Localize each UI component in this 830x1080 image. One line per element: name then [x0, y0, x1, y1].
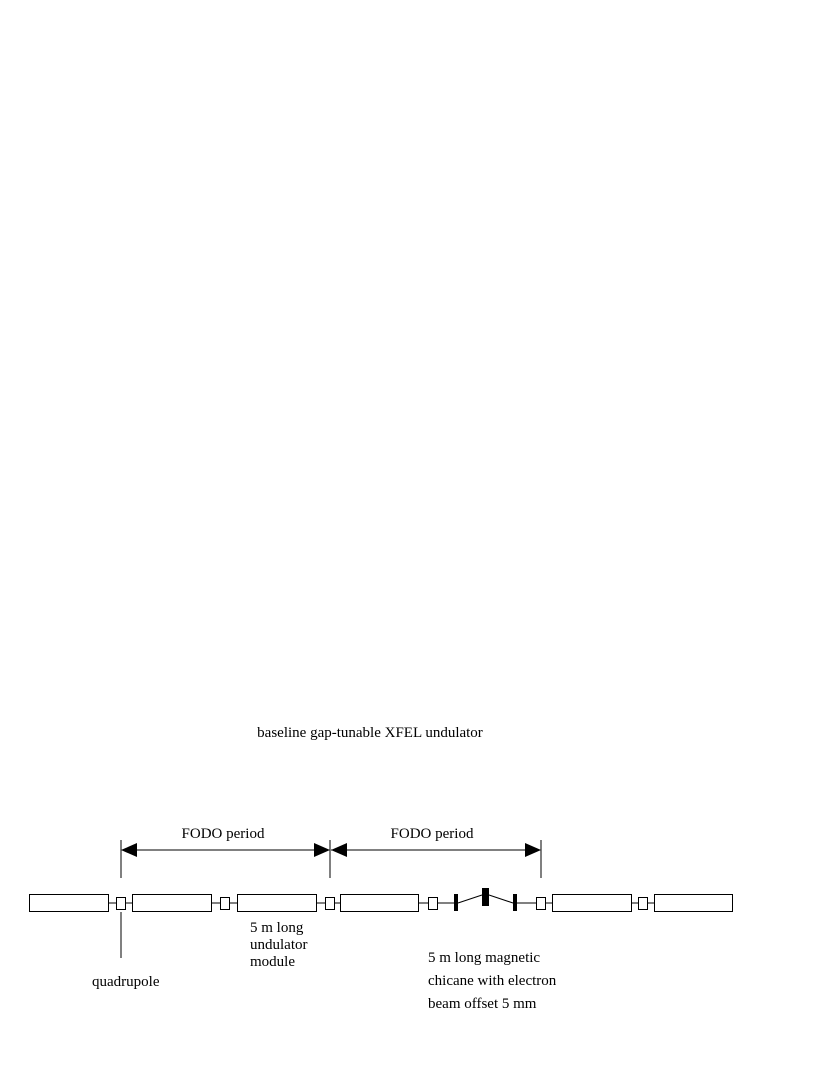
undulator-module	[29, 894, 109, 912]
beamline	[109, 894, 654, 904]
undulator-module	[340, 894, 419, 912]
quadrupole	[325, 897, 335, 910]
quadrupole-label: quadrupole	[92, 974, 160, 990]
diagram-title: baseline gap-tunable XFEL undulator	[257, 725, 483, 741]
undulator-module	[552, 894, 632, 912]
quadrupole	[536, 897, 546, 910]
fodo-period-dimension-1: FODO period	[120, 826, 330, 878]
quadrupoles	[116, 897, 648, 910]
svg-text:module: module	[250, 954, 295, 970]
chicane-dipole	[454, 894, 458, 911]
quadrupole	[220, 897, 230, 910]
arrowhead-right	[314, 843, 330, 857]
quadrupole	[638, 897, 648, 910]
quadrupole	[428, 897, 438, 910]
quadrupole	[116, 897, 126, 910]
svg-text:undulator: undulator	[250, 937, 308, 953]
fodo-period-dimension-2: FODO period	[329, 826, 542, 878]
svg-text:beam offset 5 mm: beam offset 5 mm	[428, 996, 537, 1012]
undulator-module	[237, 894, 317, 912]
svg-text:5 m long: 5 m long	[250, 920, 304, 936]
fodo-period-label: FODO period	[391, 826, 474, 842]
undulator-module	[132, 894, 212, 912]
arrowhead-left	[331, 843, 347, 857]
arrowhead-left	[121, 843, 137, 857]
svg-text:5 m long magnetic: 5 m long magnetic	[428, 950, 540, 966]
svg-text:chicane with electron: chicane with electron	[428, 973, 557, 989]
fodo-period-label: FODO period	[182, 826, 265, 842]
arrowhead-right	[525, 843, 541, 857]
undulator-modules	[29, 894, 733, 912]
chicane-label: 5 m long magnetic chicane with electron …	[428, 950, 557, 1012]
undulator-module-label: 5 m long undulator module	[250, 920, 308, 970]
chicane-dipole	[513, 894, 517, 911]
chicane-magnets	[454, 888, 517, 911]
chicane-dipole	[482, 888, 489, 906]
undulator-module	[654, 894, 733, 912]
